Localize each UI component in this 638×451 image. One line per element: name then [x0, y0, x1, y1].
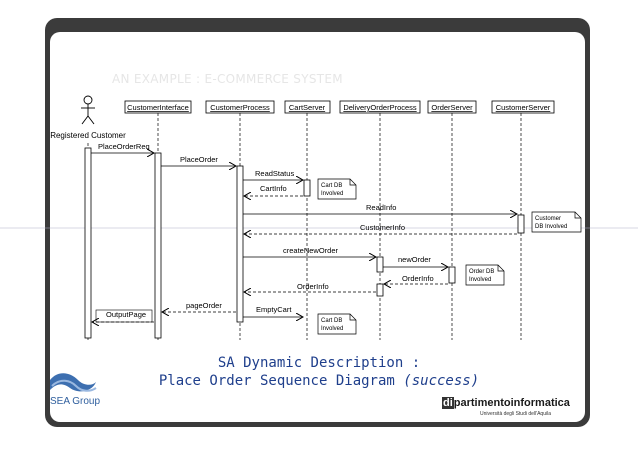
slide-panel — [50, 32, 585, 422]
participant-customerprocess: CustomerProcess — [205, 100, 275, 114]
message-label: PlaceOrder — [180, 155, 218, 164]
sea-group-logo-icon — [50, 373, 97, 392]
note-line: Involved — [469, 277, 491, 283]
caption-line-1: SA Dynamic Description : — [217, 355, 421, 371]
participant-customerserver: CustomerServer — [491, 100, 555, 114]
note-line: DB Involved — [535, 224, 567, 230]
notes: Cart DB Involved Customer DB Involved Or… — [317, 178, 582, 335]
university-label: Università degli Studi dell'Aquila — [480, 411, 551, 417]
message-label: OutputPage — [106, 310, 146, 319]
message-label: CartInfo — [260, 184, 287, 193]
participant-label: CustomerServer — [496, 103, 551, 112]
message-labels: PlaceOrderReq PlaceOrder ReadStatus Cart… — [98, 142, 434, 319]
caption-line-2: Place Order Sequence Diagram (success) — [0, 373, 638, 389]
participant-label: CartServer — [289, 103, 326, 112]
note-line: Involved — [321, 326, 343, 332]
note-line: Customer — [535, 216, 561, 222]
dipartimento-logo: dipartimentoinformatica — [442, 397, 570, 409]
message-label: newOrder — [398, 255, 431, 264]
actor-label: Registered Customer — [50, 131, 126, 140]
note-order-db: Order DB Involved — [465, 264, 505, 286]
message-label: pageOrder — [186, 301, 222, 310]
note-line: Cart DB — [321, 183, 342, 189]
activation-bars — [84, 147, 525, 339]
note-customer-db: Customer DB Involved — [531, 211, 582, 233]
sea-group-label: SEA Group — [50, 396, 101, 407]
message-label: EmptyCart — [256, 305, 292, 314]
message-label: OrderInfo — [402, 274, 434, 283]
participant-orderserver: OrderServer — [427, 100, 477, 114]
slide-title: AN EXAMPLE : E-COMMERCE SYSTEM — [112, 72, 343, 86]
message-label: ReadInfo — [366, 203, 396, 212]
note-cart-db: Cart DB Involved — [317, 178, 357, 200]
message-label: ReadStatus — [255, 169, 294, 178]
dip-logo-prefix: di — [442, 397, 454, 409]
participant-label: OrderServer — [431, 103, 473, 112]
participant-deliveryorderprocess: DeliveryOrderProcess — [339, 100, 421, 114]
participant-customerinterface: CustomerInterface — [124, 100, 192, 114]
caption-emphasis: (success) — [403, 373, 480, 389]
participant-cartserver: CartServer — [284, 100, 331, 114]
note-cart-db-2: Cart DB Involved — [317, 313, 357, 335]
participant-label: CustomerProcess — [210, 103, 270, 112]
message-label: PlaceOrderReq — [98, 142, 150, 151]
caption-main: Place Order Sequence Diagram — [158, 373, 404, 389]
actor-registered-customer: Registered Customer — [50, 95, 126, 140]
note-line: Order DB — [469, 269, 494, 275]
lifelines — [87, 113, 522, 340]
message-label: OrderInfo — [297, 282, 329, 291]
participant-label: CustomerInterface — [127, 103, 189, 112]
participant-label: DeliveryOrderProcess — [343, 103, 417, 112]
outputpage-frame — [95, 309, 153, 323]
note-line: Involved — [321, 191, 343, 197]
message-label: createNewOrder — [283, 246, 339, 255]
dip-logo-main: partimentoinformatica — [453, 397, 570, 409]
note-line: Cart DB — [321, 318, 342, 324]
message-label: CustomerInfo — [360, 223, 405, 232]
